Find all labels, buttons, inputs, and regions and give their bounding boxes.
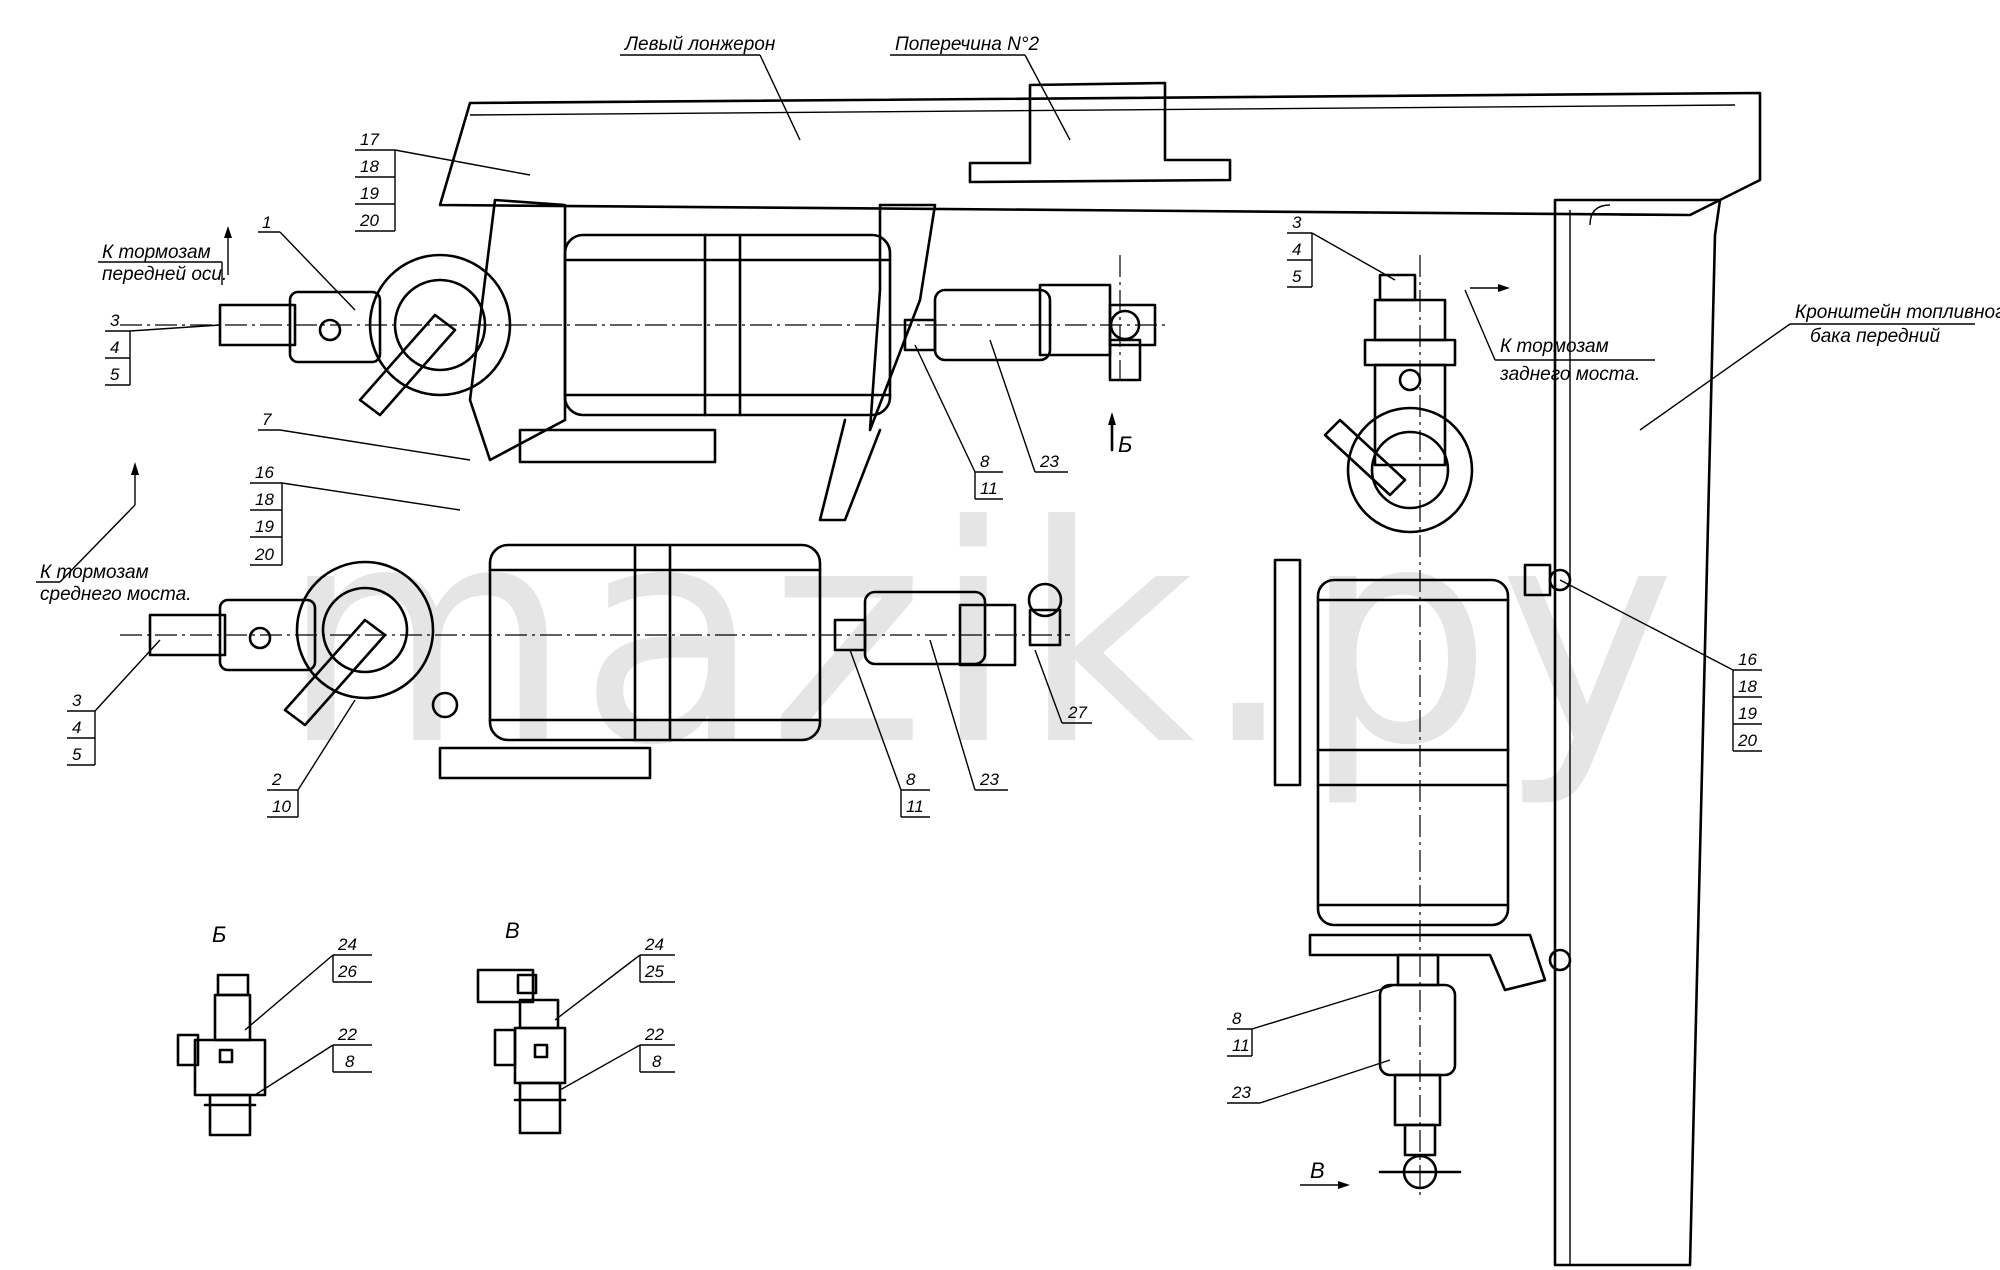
svg-text:К тормозам: К тормозам bbox=[1500, 336, 1609, 357]
callout-3-top: 3 4 5 bbox=[105, 311, 221, 386]
svg-text:3: 3 bbox=[1292, 213, 1302, 232]
svg-text:8: 8 bbox=[345, 1052, 355, 1071]
callout-b-22: 22 8 bbox=[254, 1025, 372, 1096]
callout-17: 17 18 19 20 bbox=[355, 130, 531, 232]
callout-v-24: 24 25 bbox=[554, 935, 675, 1021]
svg-text:20: 20 bbox=[1737, 731, 1757, 750]
svg-text:16: 16 bbox=[1738, 650, 1757, 669]
callout-2: 2 10 bbox=[267, 699, 356, 818]
detail-view-v bbox=[476, 968, 567, 1135]
svg-text:8: 8 bbox=[1232, 1009, 1242, 1028]
svg-text:Левый лонжерон: Левый лонжерон bbox=[623, 34, 776, 55]
center-lines bbox=[120, 255, 1421, 1200]
svg-text:23: 23 bbox=[979, 770, 999, 789]
svg-text:22: 22 bbox=[337, 1025, 357, 1044]
svg-text:23: 23 bbox=[1039, 452, 1059, 471]
label-rear-axle: К тормозам заднего моста. bbox=[1464, 284, 1655, 385]
callout-8-right: 8 11 bbox=[1227, 984, 1396, 1057]
svg-text:11: 11 bbox=[980, 479, 998, 498]
callout-7: 7 bbox=[258, 410, 471, 461]
svg-text:8: 8 bbox=[652, 1052, 662, 1071]
svg-text:11: 11 bbox=[1232, 1036, 1250, 1055]
svg-text:8: 8 bbox=[906, 770, 916, 789]
svg-text:Поперечина N°2: Поперечина N°2 bbox=[895, 34, 1039, 55]
view-mark-b-label: Б bbox=[1118, 432, 1132, 457]
upper-outlet-valve bbox=[903, 283, 1157, 382]
svg-text:19: 19 bbox=[1738, 704, 1757, 723]
svg-text:22: 22 bbox=[644, 1025, 664, 1044]
svg-text:Кронштейн топливного: Кронштейн топливного bbox=[1795, 302, 2000, 323]
callout-8-top: 8 11 bbox=[914, 344, 1003, 500]
svg-text:24: 24 bbox=[337, 935, 357, 954]
svg-text:3: 3 bbox=[110, 311, 120, 330]
callout-16-left: 16 18 19 20 bbox=[250, 463, 461, 566]
svg-text:К тормозам: К тормозам bbox=[40, 562, 149, 583]
svg-text:17: 17 bbox=[360, 130, 379, 149]
lower-receiver bbox=[438, 543, 822, 780]
svg-text:4: 4 bbox=[1292, 240, 1301, 259]
callout-3-left: 3 4 5 bbox=[67, 639, 161, 766]
svg-text:25: 25 bbox=[644, 962, 664, 981]
svg-text:заднего моста.: заднего моста. bbox=[1499, 364, 1640, 385]
detail-b-title: Б bbox=[212, 922, 226, 947]
callout-1: 1 bbox=[258, 213, 356, 311]
svg-text:бака передний: бака передний bbox=[1810, 326, 1941, 347]
callout-b-24: 24 26 bbox=[244, 935, 372, 1031]
label-fuel-bracket: Кронштейн топливного бака передний bbox=[1639, 302, 2000, 431]
upper-receiver bbox=[518, 233, 892, 464]
svg-text:19: 19 bbox=[360, 184, 379, 203]
label-crossbar: Поперечина N°2 bbox=[890, 34, 1071, 141]
svg-text:18: 18 bbox=[360, 157, 379, 176]
view-mark-v-label: В bbox=[1310, 1158, 1325, 1183]
callout-27: 27 bbox=[1034, 649, 1092, 724]
svg-text:11: 11 bbox=[906, 797, 924, 816]
svg-text:10: 10 bbox=[272, 797, 291, 816]
fuel-tank-bracket bbox=[1553, 198, 1722, 1267]
svg-text:К тормозам: К тормозам bbox=[102, 242, 211, 263]
svg-text:19: 19 bbox=[255, 517, 274, 536]
detail-view-b bbox=[176, 973, 267, 1137]
svg-text:4: 4 bbox=[110, 338, 119, 357]
callout-8-mid: 8 11 bbox=[849, 649, 930, 818]
view-mark-v-bottom: В bbox=[1300, 1158, 1350, 1189]
svg-text:7: 7 bbox=[262, 410, 272, 429]
upper-drain-valve bbox=[218, 253, 512, 417]
svg-text:5: 5 bbox=[110, 365, 120, 384]
callout-23-right: 23 bbox=[1227, 1059, 1391, 1104]
callout-v-22: 22 8 bbox=[559, 1025, 675, 1091]
label-front-axle: К тормозам передней оси. bbox=[98, 226, 232, 285]
watermark: mazik.ру bbox=[280, 462, 1682, 811]
svg-text:18: 18 bbox=[1738, 677, 1757, 696]
svg-text:27: 27 bbox=[1067, 703, 1087, 722]
svg-text:26: 26 bbox=[337, 962, 357, 981]
view-mark-b-top: Б bbox=[1108, 412, 1132, 457]
svg-text:среднего моста.: среднего моста. bbox=[40, 584, 192, 605]
svg-text:4: 4 bbox=[72, 718, 81, 737]
detail-v-title: В bbox=[505, 918, 520, 943]
svg-text:24: 24 bbox=[644, 935, 664, 954]
svg-text:16: 16 bbox=[255, 463, 274, 482]
label-middle-axle: К тормозам среднего моста. bbox=[36, 462, 192, 605]
svg-text:2: 2 bbox=[271, 770, 282, 789]
label-left-spar: Левый лонжерон bbox=[620, 34, 801, 141]
callout-16-right: 16 18 19 20 bbox=[1559, 579, 1762, 752]
svg-text:8: 8 bbox=[980, 452, 990, 471]
svg-text:3: 3 bbox=[72, 691, 82, 710]
callout-23-mid: 23 bbox=[929, 639, 1008, 791]
svg-text:18: 18 bbox=[255, 490, 274, 509]
svg-text:20: 20 bbox=[254, 545, 274, 564]
svg-text:5: 5 bbox=[1292, 267, 1302, 286]
crossbar bbox=[968, 81, 1232, 184]
callout-3-right: 3 4 5 bbox=[1287, 213, 1396, 288]
svg-text:1: 1 bbox=[262, 213, 271, 232]
left-spar bbox=[438, 91, 1762, 217]
svg-text:23: 23 bbox=[1231, 1083, 1251, 1102]
svg-text:20: 20 bbox=[359, 211, 379, 230]
svg-text:5: 5 bbox=[72, 745, 82, 764]
svg-text:передней оси.: передней оси. bbox=[102, 264, 227, 285]
upper-mount-bracket bbox=[468, 198, 937, 522]
callout-23-top: 23 bbox=[989, 339, 1068, 473]
side-view-assembly bbox=[1273, 273, 1572, 1190]
